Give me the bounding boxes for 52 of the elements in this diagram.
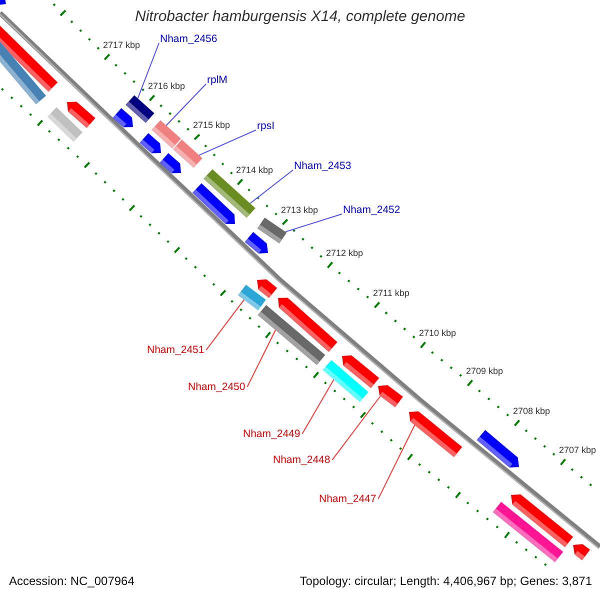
gene-block [258,305,326,365]
accession-text: Accession: NC_007964 [9,574,134,589]
pointed-gene-block [160,153,181,174]
leader-line [137,42,160,99]
gene-block [257,218,287,244]
gene-label: Nham_2450 [188,381,246,394]
gene-block [492,502,564,562]
genome-summary-text: Topology: circular; Length: 4,406,967 bp; Genes: 3,871 [300,574,592,589]
gene-block [48,107,82,142]
scale-label: 2707 kbp [559,445,596,456]
map-title: Nitrobacter hamburgensis X14, complete genome [135,8,466,26]
scale-label: 2709 kbp [466,366,504,377]
gene-label: Nham_2452 [343,204,400,217]
gene-label: Nham_2451 [147,344,204,357]
leader-line [332,396,381,460]
pointed-gene-block [140,133,161,154]
scale-label: 2711 kbp [373,288,410,299]
gene-block [322,360,368,402]
scale-label: 2708 kbp [513,406,550,417]
pointed-gene-block [0,0,6,5]
leader-line [302,379,334,434]
gene-block [238,284,266,310]
leader-line [250,170,294,204]
pointed-gene-block [257,279,278,298]
pointed-gene-block [244,232,268,254]
pointed-gene-block [112,108,133,128]
pointed-gene-block [476,430,519,468]
leader-line [198,130,256,156]
scale-label: 2717 kbp [103,40,140,51]
leader-line [285,214,342,232]
gene-label: rplM [207,74,228,87]
leader-line [166,84,206,126]
scale-label: 2710 kbp [419,328,456,339]
scale-label: 2713 kbp [281,205,318,216]
pointed-gene-block [378,385,403,408]
gene-label: Nham_2448 [273,454,330,467]
gene-label: rpsI [257,120,275,133]
gene-label: Nham_2453 [294,160,352,173]
gene-label: Nham_2447 [319,493,376,506]
gene-label: Nham_2456 [160,33,218,46]
scale-label: 2716 kbp [148,81,186,92]
scale-label: 2714 kbp [236,165,274,176]
gene-label: Nham_2449 [243,428,300,441]
leader-line [246,330,276,388]
gene-block [0,42,46,104]
leader-line [378,424,416,500]
pointed-gene-block [409,411,462,457]
pointed-gene-block [192,183,235,224]
leader-line [206,299,245,350]
scale-label: 2715 kbp [193,120,230,131]
pointed-gene-block [573,544,590,560]
scale-label: 2712 kbp [326,248,364,259]
